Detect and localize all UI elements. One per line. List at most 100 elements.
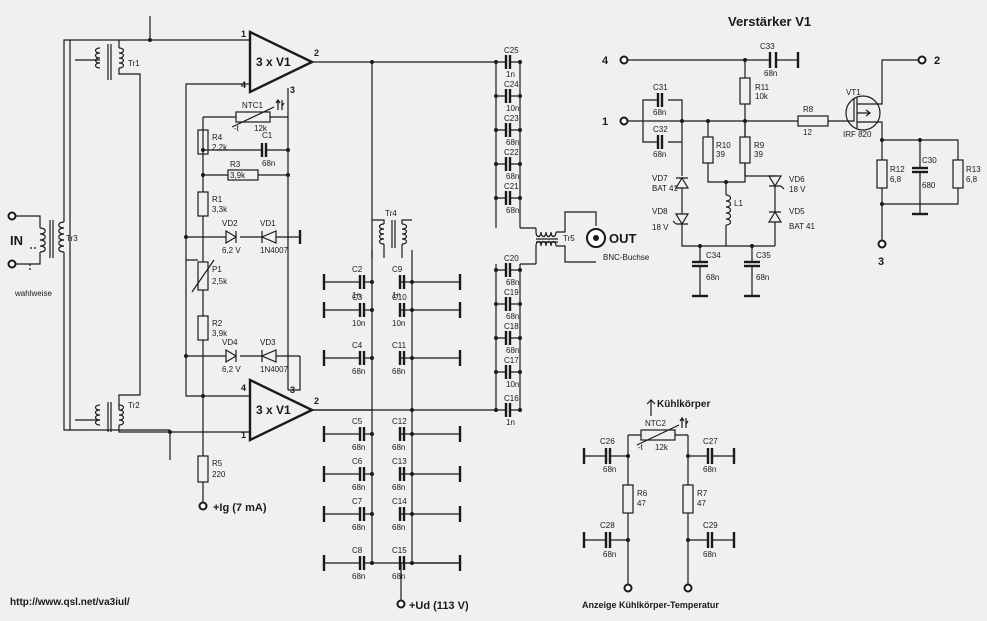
input-label: IN — [10, 233, 23, 248]
vd4-value: 6,2 V — [222, 365, 241, 374]
ntc1-value: 12k — [254, 124, 268, 133]
terminal-2-label: 2 — [934, 55, 940, 67]
r3-name: R3 — [230, 160, 241, 169]
l1 — [725, 194, 732, 226]
r3-value: 3,9k — [230, 171, 246, 180]
vd3-name: VD3 — [260, 338, 276, 347]
bypass-left-name: C5 — [352, 417, 363, 426]
bypass-left-name: C4 — [352, 341, 363, 350]
coupling-top-value: 68n — [506, 138, 519, 147]
temp-terminal-right — [683, 583, 693, 593]
ntc2-value: 12k — [655, 443, 669, 452]
vd2-name: VD2 — [222, 219, 238, 228]
c28-name: C28 — [600, 521, 615, 530]
coupling-top-name: C21 — [504, 182, 519, 191]
bypass-right-value: 68n — [392, 443, 405, 452]
amp-top-pin2: 2 — [314, 48, 319, 58]
terminal-1 — [619, 116, 629, 126]
coupling-bottom-c18: C18 68n — [494, 322, 522, 355]
amp-bottom-pin4: 4 — [241, 383, 246, 393]
coupling-top-name: C25 — [504, 46, 519, 55]
c31-value: 68n — [653, 108, 666, 117]
c29-value: 68n — [703, 550, 716, 559]
tr1: Tr1 — [94, 39, 240, 410]
ntc1-name: NTC1 — [242, 101, 263, 110]
bypass-left-name: C8 — [352, 546, 363, 555]
r11-name: R11 — [755, 83, 770, 92]
r10 — [702, 136, 714, 164]
c30-name: C30 — [922, 156, 937, 165]
coupling-bottom-name: C18 — [504, 322, 519, 331]
tr5-label: Tr5 — [563, 234, 575, 243]
p1-name: P1 — [212, 265, 222, 274]
bypass-right-value: 68n — [392, 367, 405, 376]
vd1-name: VD1 — [260, 219, 276, 228]
vd7-value: BAT 41 — [652, 184, 678, 193]
r12-name: R12 — [890, 165, 905, 174]
bypass-right-value: 68n — [392, 523, 405, 532]
vd6-name: VD6 — [789, 175, 805, 184]
r8-name: R8 — [803, 105, 814, 114]
bypass-right-c11: C11 68n — [392, 341, 462, 376]
terminal-3 — [877, 239, 887, 249]
r11-value: 10k — [755, 92, 769, 101]
r7-value: 47 — [697, 499, 706, 508]
r1-name: R1 — [212, 195, 223, 204]
r9-value: 39 — [754, 150, 763, 159]
bypass-right-name: C12 — [392, 417, 407, 426]
tr3-label: Tr3 — [66, 234, 78, 243]
bypass-right-value: 68n — [392, 483, 405, 492]
bypass-right-name: C11 — [392, 341, 407, 350]
coupling-bottom-value: 68n — [506, 346, 519, 355]
c30-value: 680 — [922, 181, 936, 190]
coupling-bottom-value: 10n — [506, 380, 519, 389]
vd6 — [767, 175, 785, 190]
coupling-top-c25: C25 1n — [494, 46, 522, 79]
heatsink-label: Kühlkörper — [657, 399, 710, 410]
amp-bottom-pin2: 2 — [314, 396, 319, 406]
r2-value: 3,9k — [212, 329, 228, 338]
amp-top-pin1: 1 — [241, 29, 246, 39]
coupling-bottom-name: C16 — [504, 394, 519, 403]
vt1 — [845, 95, 881, 131]
r12-value: 6,8 — [890, 175, 902, 184]
c27-name: C27 — [703, 437, 718, 446]
bypass-right-value: 10n — [392, 319, 405, 328]
vd6-value: 18 V — [789, 185, 806, 194]
ntc1-t-symbol: -t — [234, 124, 240, 133]
coupling-top-name: C22 — [504, 148, 519, 157]
tr2: Tr2 — [94, 401, 240, 433]
vd3-value: 1N4007 — [260, 365, 289, 374]
v1-section: 4 C33 68n R11 10k 1 C31 68n C32 68n R10 … — [602, 42, 981, 298]
heatsink-display-label: Anzeige Kühlkörper-Temperatur — [582, 600, 719, 610]
input-terminal-top — [7, 211, 17, 221]
r8-value: 12 — [803, 128, 812, 137]
c27-value: 68n — [703, 465, 716, 474]
vd4 — [225, 348, 238, 364]
bypass-left-name: C6 — [352, 457, 363, 466]
p1-value: 2,5k — [212, 277, 228, 286]
coupling-bottom-value: 68n — [506, 312, 519, 321]
coupling-top-value: 1n — [506, 70, 515, 79]
c35-name: C35 — [756, 251, 771, 260]
bypass-right-name: C10 — [392, 293, 407, 302]
bypass-right-value: 1n — [392, 291, 401, 300]
r6-value: 47 — [637, 499, 646, 508]
coupling-top-value: 10n — [506, 104, 519, 113]
coupling-bottom-name: C20 — [504, 254, 519, 263]
r6 — [622, 484, 634, 514]
bypass-right-name: C13 — [392, 457, 407, 466]
